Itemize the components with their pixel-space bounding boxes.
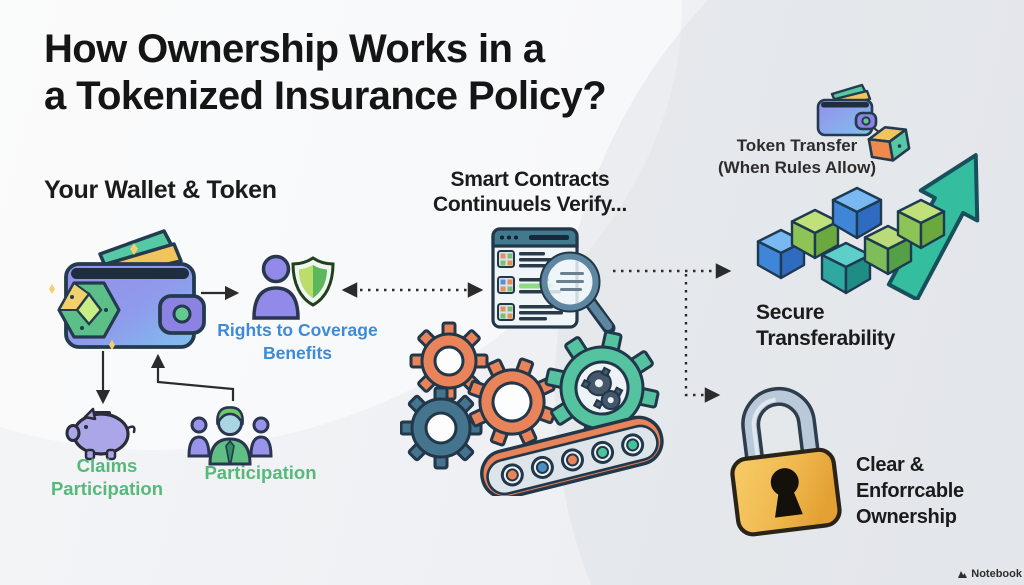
token-transfer-line1: Token Transfer [736, 136, 858, 155]
person-icon [252, 254, 300, 320]
page-title-line2: a Tokenized Insurance Policy? [44, 73, 607, 118]
cubes-growth-arrow-icon [756, 153, 980, 300]
grid-icon [497, 276, 515, 294]
contracts-heading-line1: Smart Contracts [450, 168, 610, 191]
participation-caption: Participation [204, 462, 317, 483]
claims-caption-line1: Claims [76, 455, 138, 476]
dotted-arrow-branch-to-lock [684, 274, 721, 403]
arrow-people-to-wallet [150, 353, 235, 401]
clear-line3: Ownership [856, 506, 957, 528]
clear-line2: Enforrcable [856, 480, 964, 502]
piggy-bank-icon [65, 407, 136, 461]
secure-heading-line2: Transferability [756, 326, 896, 350]
gears-icon [400, 321, 664, 496]
conveyor-icon [480, 415, 664, 496]
token-transfer-line2: (When Rules Allow) [717, 158, 877, 178]
person-shield-icon [252, 254, 335, 320]
grid-icon [497, 303, 515, 321]
secure-heading: Secure Transferability [756, 300, 895, 351]
cube-green [896, 198, 946, 250]
page-title-line1: How Ownership Works in a [44, 27, 545, 71]
rights-caption-line1: Rights to Coverage [217, 320, 378, 340]
claims-caption-line2: Participation [50, 478, 164, 500]
notebook-logo-icon [958, 570, 968, 578]
watermark: Notebook [957, 568, 1022, 580]
claims-caption: Claims Participation [22, 454, 192, 500]
shield-icon [291, 256, 335, 307]
clear-ownership-heading: Clear & Enforrcable Ownership [856, 452, 964, 530]
contracts-heading-line2: Continuuels Verify... [432, 192, 627, 216]
token-gem-icon [57, 281, 121, 339]
cube-green [790, 208, 840, 260]
padlock-icon [730, 386, 842, 537]
token-cube-icon [867, 125, 911, 162]
page-title: How Ownership Works in a a Tokenized Ins… [44, 26, 607, 120]
rights-caption: Rights to Coverage Benefits [210, 319, 385, 365]
rights-caption-line2: Benefits [262, 343, 333, 364]
secure-heading-line1: Secure [756, 301, 825, 324]
watermark-label: Notebook [971, 568, 1022, 580]
token-transfer-caption: Token Transfer (When Rules Allow) [698, 135, 896, 179]
magnifier-icon [539, 251, 616, 335]
contracts-heading: Smart Contracts Continuuels Verify... [420, 168, 640, 218]
clear-line1: Clear & [856, 454, 924, 476]
mini-wallet-icon [816, 83, 878, 137]
people-group-icon [187, 406, 273, 466]
grid-icon [497, 250, 515, 268]
wallet-icon [49, 229, 206, 350]
cube-blue [831, 186, 883, 240]
wallet-section-heading: Your Wallet & Token [44, 176, 277, 204]
cube-teal [820, 241, 872, 295]
